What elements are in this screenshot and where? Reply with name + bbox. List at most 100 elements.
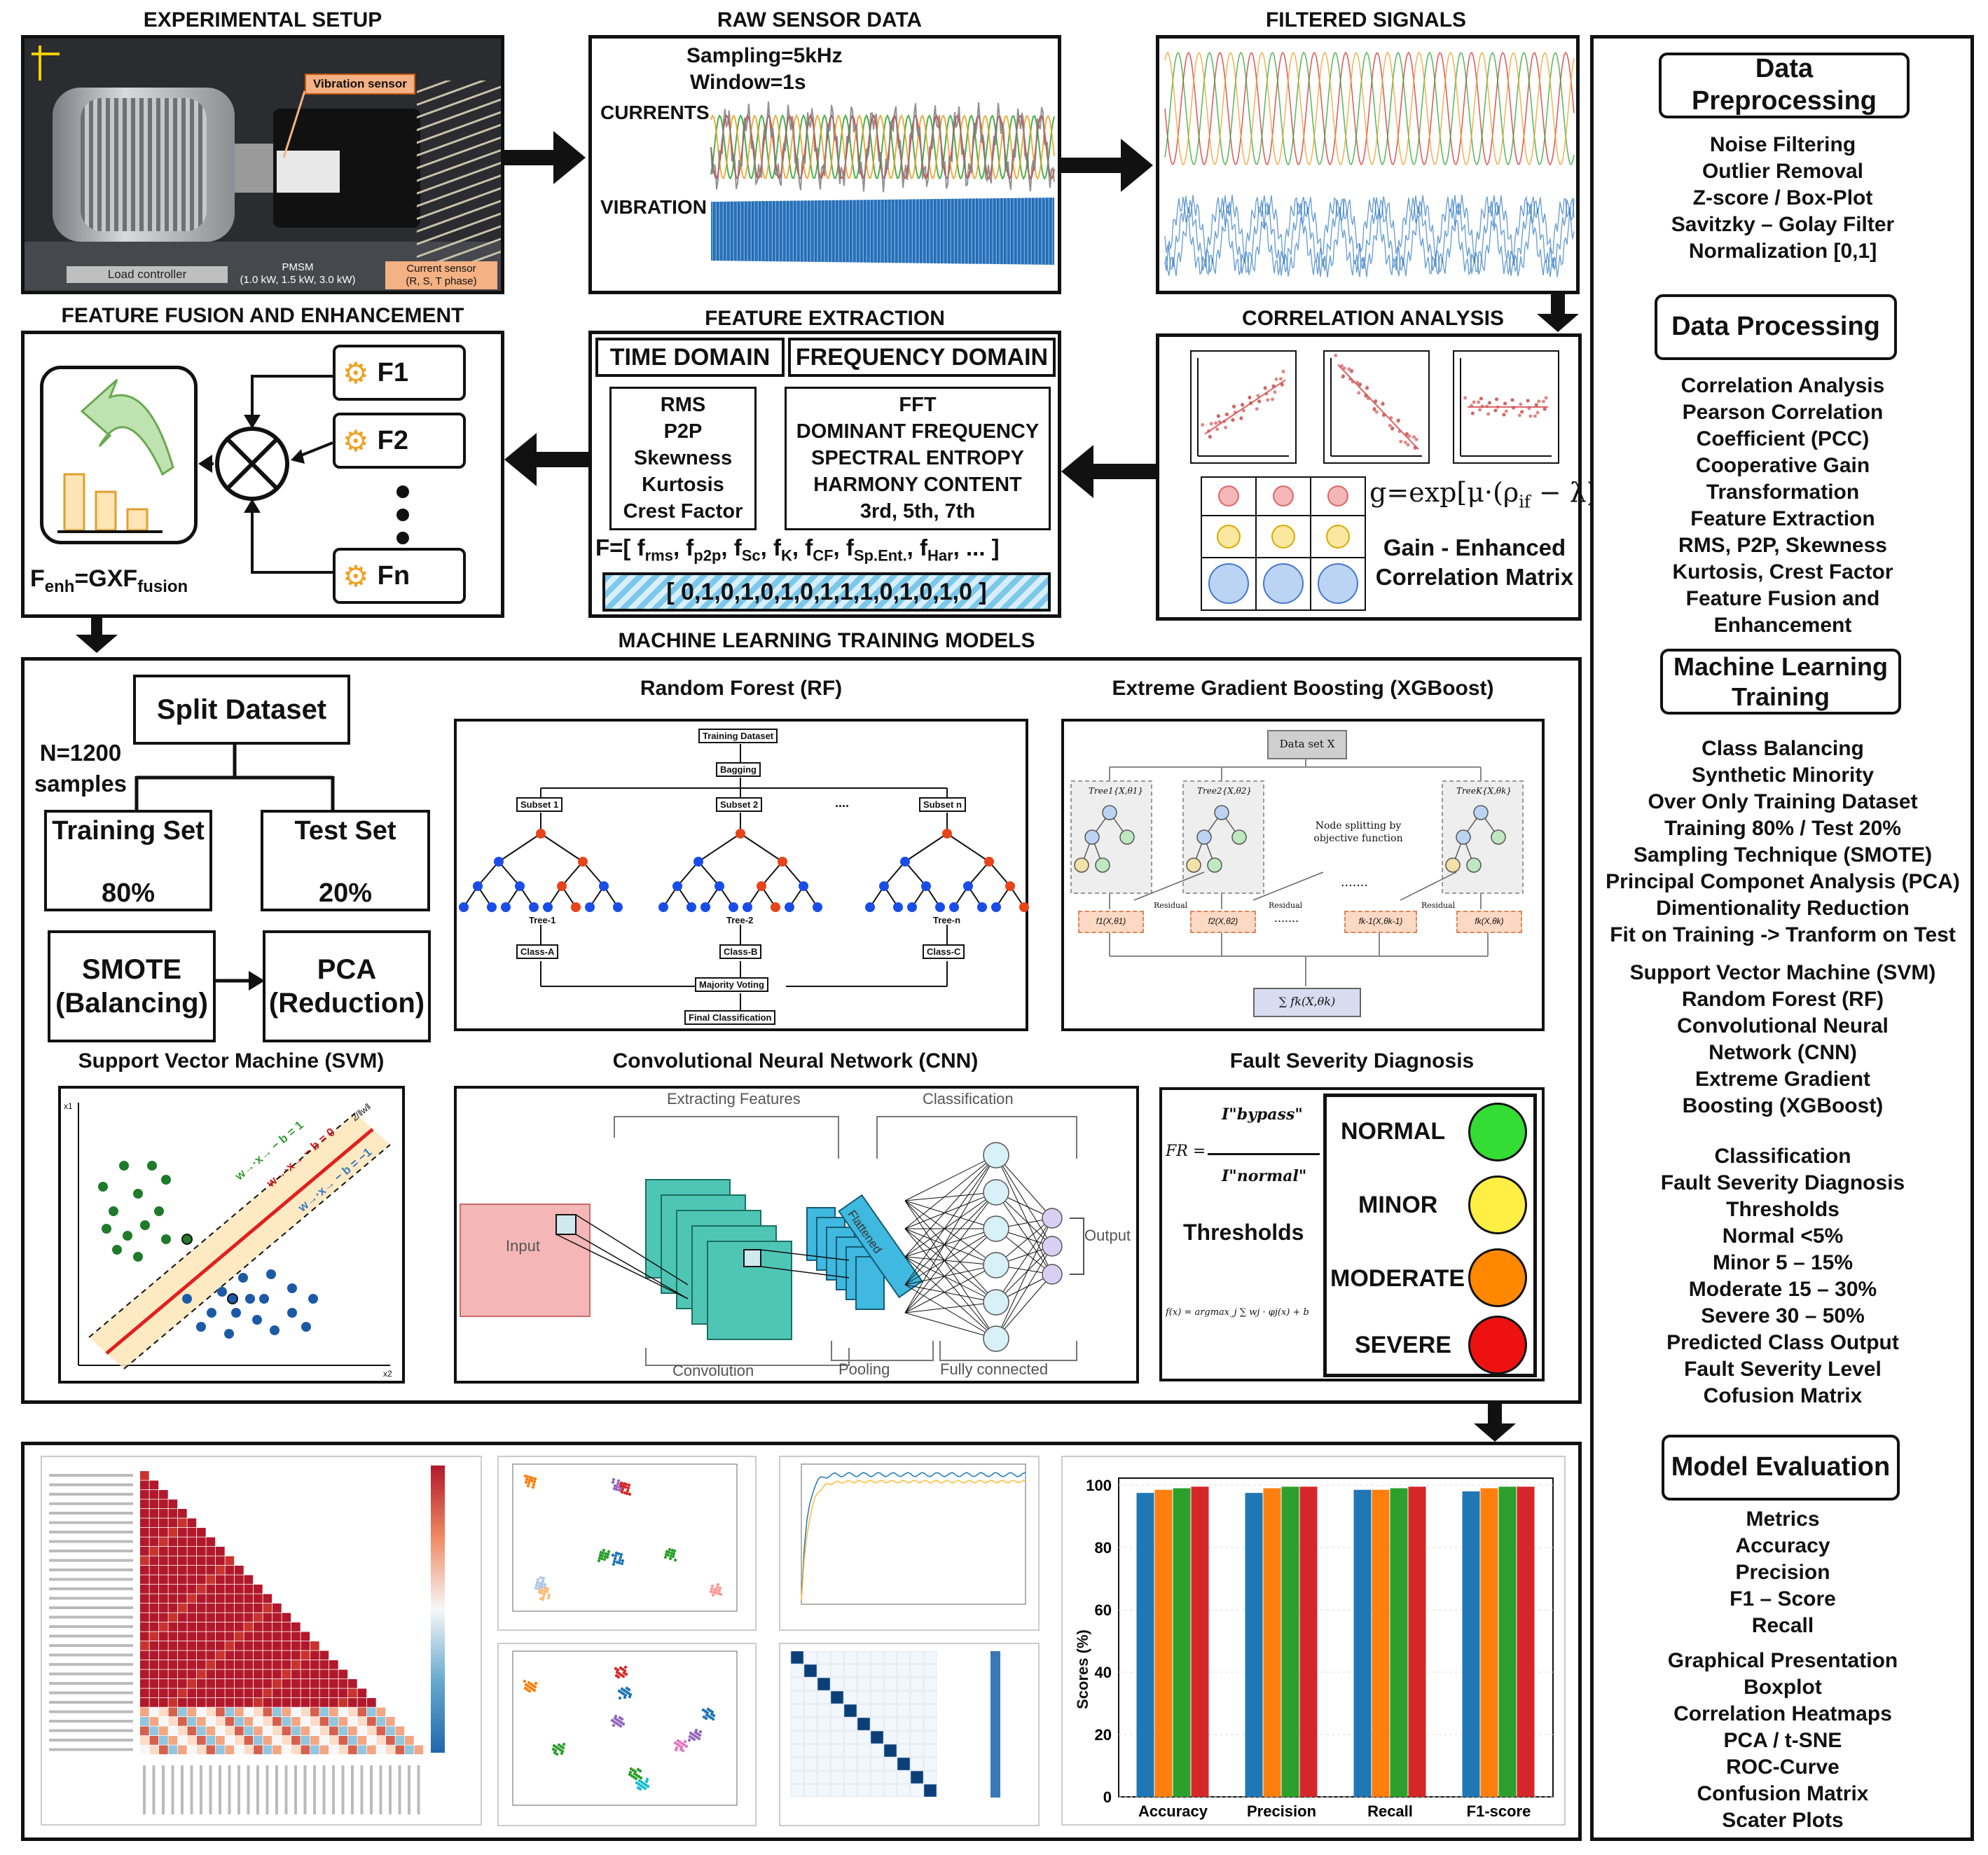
pca-point xyxy=(618,1558,622,1562)
sidebar-list-item: Noise Filtering xyxy=(1709,133,1856,156)
heatmap-cell xyxy=(338,1669,348,1679)
heatmap-row-label xyxy=(49,1540,133,1543)
scatter-point xyxy=(1374,399,1378,403)
gain-matrix-circle xyxy=(1218,485,1239,506)
confusion-cell xyxy=(843,1784,857,1798)
heatmap-cell xyxy=(197,1537,206,1547)
heatmap-cell xyxy=(310,1669,319,1679)
heatmap-cell xyxy=(178,1736,187,1745)
svm-decision-boundary xyxy=(105,1128,374,1355)
heatmap-cell xyxy=(197,1669,206,1679)
cnn-output-bracket xyxy=(1070,1218,1084,1275)
heatmap-cell xyxy=(149,1641,159,1650)
cnn-neuron xyxy=(983,1325,1009,1352)
heatmap-cell xyxy=(319,1669,329,1679)
heatmap-cell xyxy=(244,1575,254,1585)
rf-tree-node xyxy=(743,902,752,912)
feature-extraction-title: FEATURE EXTRACTION xyxy=(705,307,945,330)
heatmap-cell xyxy=(263,1594,272,1604)
cnn-dense-edge xyxy=(995,1218,1053,1339)
cnn-dense-edge xyxy=(904,1264,997,1285)
cnn-dense-edge xyxy=(904,1200,997,1229)
heatmap-cell xyxy=(197,1585,206,1594)
heatmap-cell xyxy=(149,1509,159,1518)
tsne-point xyxy=(560,1751,564,1756)
svm-class-a-point xyxy=(123,1231,132,1241)
confusion-cell xyxy=(857,1757,871,1771)
filtered-signals-title: FILTERED SIGNALS xyxy=(1265,8,1467,32)
heatmap-col-label xyxy=(322,1765,326,1814)
rf-class-b: Class-B xyxy=(719,944,762,959)
svm-panel: x1 x2 w→·x→ − b = 1 w→·x→ − b = 0 w→·x→ … xyxy=(58,1086,405,1384)
n-samples-line1: N=1200 xyxy=(39,740,122,766)
sidebar-heading-ml-training-line2: Training xyxy=(1731,682,1830,711)
heatmap-cell xyxy=(319,1688,329,1698)
xgb-residual-1: Residual xyxy=(1154,901,1188,910)
heatmap-cell xyxy=(319,1698,329,1707)
cnn-input: Input xyxy=(506,1237,540,1255)
heatmap-cell xyxy=(301,1707,310,1717)
pca-point xyxy=(616,1482,620,1486)
sidebar-list-item: Classification xyxy=(1714,1145,1851,1168)
smote-box: SMOTE (Balancing) xyxy=(48,930,216,1042)
heatmap-cell xyxy=(310,1707,319,1717)
sidebar-list-item: Recall xyxy=(1751,1614,1814,1637)
heatmap-cell xyxy=(149,1575,159,1585)
frequency-domain-list-box xyxy=(785,387,1051,530)
confusion-cell xyxy=(897,1664,911,1678)
heatmap-cell xyxy=(187,1688,197,1698)
metric-bar xyxy=(1517,1487,1535,1797)
scatter-point xyxy=(1340,364,1344,368)
experimental-setup-photo: Vibration sensor Load controller PMSM (1… xyxy=(21,35,504,294)
confusion-matrix-thumbnail xyxy=(779,1643,1040,1826)
heatmap-cell xyxy=(338,1707,348,1717)
sidebar-list-item: Correlation Analysis xyxy=(1680,374,1885,397)
heatmap-cell xyxy=(329,1717,338,1726)
pca-point xyxy=(612,1562,616,1566)
frequency-domain-item: 3rd, 5th, 7th xyxy=(860,500,976,523)
pca-point xyxy=(666,1553,670,1557)
heatmap-cell xyxy=(197,1688,206,1698)
heatmap-cell xyxy=(272,1641,282,1650)
sidebar-list-item: Convolutional Neural xyxy=(1677,1014,1889,1037)
rf-majority-voting: Majority Voting xyxy=(695,977,768,992)
heatmap-cell xyxy=(282,1660,291,1669)
sidebar-list-item: Transformation xyxy=(1706,481,1860,504)
confusion-cell xyxy=(883,1650,897,1664)
tsne-point xyxy=(618,1716,622,1720)
scatter-point xyxy=(1396,418,1400,422)
heatmap-cell xyxy=(254,1585,263,1594)
tsne-point xyxy=(557,1743,561,1747)
heatmap-cell xyxy=(168,1632,178,1641)
confusion-cell xyxy=(883,1704,897,1718)
fault-panel: FR = I"bypass" I"normal" Thresholds f(x)… xyxy=(1159,1087,1545,1381)
confusion-cell xyxy=(803,1717,817,1731)
heatmap-cell xyxy=(254,1669,263,1679)
heatmap-cell xyxy=(301,1641,310,1650)
pca-point xyxy=(540,1582,544,1586)
pca-point xyxy=(619,1555,623,1559)
rf-tree-node xyxy=(515,881,525,891)
rf-tree-node xyxy=(879,881,889,891)
confusion-cell xyxy=(790,1730,804,1744)
ml-training-title: MACHINE LEARNING TRAINING MODELS xyxy=(618,629,1035,652)
confusion-cell xyxy=(870,1664,884,1678)
heatmap-cell xyxy=(149,1632,159,1641)
confusion-cell xyxy=(843,1730,857,1744)
sidebar-list-item: Scater Plots xyxy=(1722,1809,1844,1832)
xgb-tree-node xyxy=(1196,829,1212,845)
correlation-analysis-panel: g=exp[μ·(ρif − λ)] Gain - Enhanced Corre… xyxy=(1156,333,1607,621)
heatmap-cell xyxy=(206,1594,216,1604)
heatmap-cell xyxy=(149,1613,159,1622)
rf-tree-node xyxy=(949,902,959,912)
heatmap-cell xyxy=(140,1660,149,1669)
heatmap-cell xyxy=(168,1745,178,1755)
heatmap-cell xyxy=(140,1575,149,1585)
confusion-cell xyxy=(857,1717,871,1731)
rf-tree-node xyxy=(921,881,931,891)
heatmap-row-label xyxy=(49,1644,133,1647)
heatmap-col-label xyxy=(181,1765,184,1814)
heatmap-cell xyxy=(225,1641,235,1650)
heatmap-cell xyxy=(216,1688,225,1698)
pca-point xyxy=(714,1591,718,1595)
